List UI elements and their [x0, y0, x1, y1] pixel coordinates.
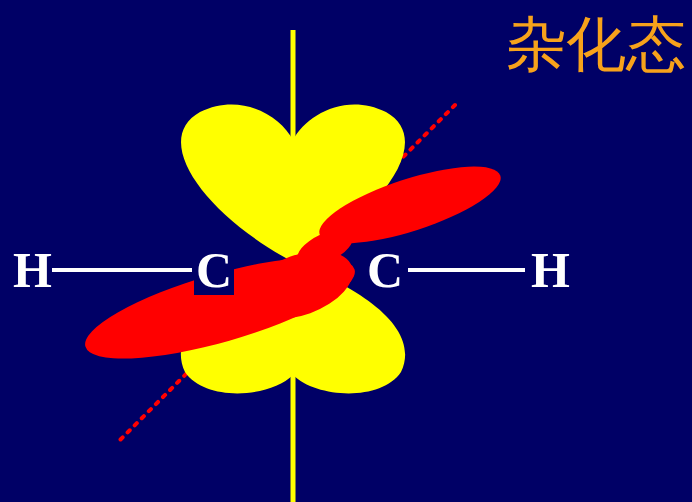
atom-label: C: [194, 245, 234, 295]
bond-line: [408, 268, 525, 272]
axis-overlay: [291, 140, 296, 268]
sp-orbital-middle: [238, 238, 362, 332]
bond-line: [52, 268, 192, 272]
dotted-axis: [120, 105, 455, 440]
atom-label: C: [365, 245, 405, 295]
sp-orbital-lower-left: [76, 237, 364, 380]
slide-title: 杂化态: [506, 14, 686, 74]
atom-label: H: [531, 245, 570, 295]
atom-label: H: [13, 245, 52, 295]
